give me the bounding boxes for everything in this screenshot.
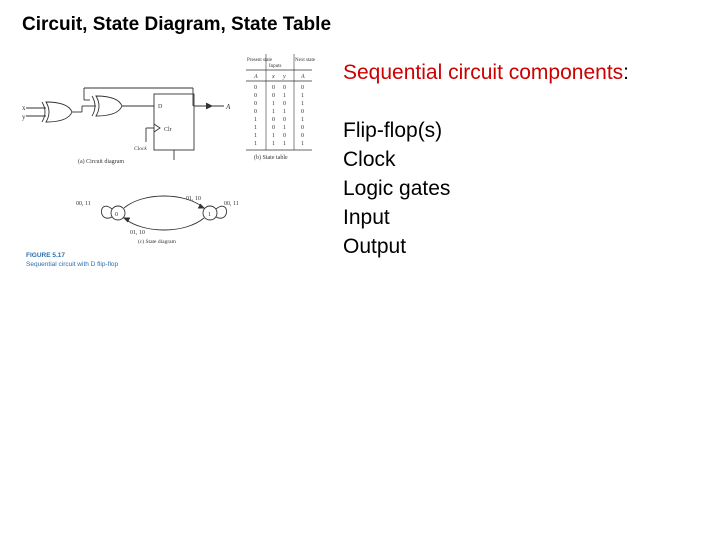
components-heading-colon: : [623,61,630,84]
table-header-inputs: Inputs [269,64,282,69]
figure-number: FIGURE 5.17 [26,252,65,259]
table-cell: 1 [283,93,286,99]
table-cell: 0 [272,85,275,91]
components-heading: Sequential circuit components: [343,58,629,87]
table-cell: 1 [283,125,286,131]
input-x-label: x [22,104,26,112]
table-cell: 0 [254,85,257,91]
table-cell: 0 [254,109,257,115]
table-col-a: A [253,74,258,80]
state-0-label: 0 [115,212,118,218]
table-cell: 0 [272,125,275,131]
component-output: Output [343,235,407,258]
table-cell: 1 [283,109,286,115]
figure-drawing: x y D Clr A Clock (a) Circuit diagram Pr… [22,54,316,268]
table-cell: 1 [254,117,257,123]
table-cell: 0 [301,125,304,131]
figure-caption: Sequential circuit with D flip-flop [26,261,119,268]
state-diagram [101,195,227,231]
table-cell: 0 [272,117,275,123]
table-cell: 1 [254,125,257,131]
input-y-label: y [22,113,26,121]
component-logic-gates: Logic gates [343,177,451,200]
flipflop-d-label: D [158,104,163,110]
table-cell: 0 [272,93,275,99]
table-cell: 0 [254,101,257,107]
table-rows: 0 0 0 0 0 0 1 1 0 1 0 1 0 1 1 0 1 0 0 1 1 0 1 0 1 1 0 0 1 1 1 1 [254,85,304,147]
table-cell: 1 [254,133,257,139]
table-cell: 1 [301,141,304,147]
self-loop-0-label: 00, 11 [76,201,91,207]
table-cell: 0 [283,101,286,107]
clock-label: Clock [134,146,147,152]
components-heading-text: Sequential circuit components [343,61,624,84]
transition-1-0-label: 01, 10 [130,230,145,236]
diagram-caption: (c) State diagram [138,238,177,245]
table-header-present: Present state [247,58,273,63]
table-cell: 0 [283,117,286,123]
table-col-y: y [282,74,286,80]
components-list: Sequential circuit components: Flip-flop… [343,58,629,261]
table-cell: 1 [283,141,286,147]
component-flip-flops: Flip-flop(s) [343,119,443,142]
table-cell: 0 [301,133,304,139]
table-cell: 1 [272,101,275,107]
component-clock: Clock [343,148,396,171]
textbook-figure: x y D Clr A Clock (a) Circuit diagram Pr… [18,50,320,272]
table-cell: 0 [301,85,304,91]
table-cell: 0 [283,133,286,139]
table-col-next-a: A [300,74,305,80]
state-0-node [110,205,126,221]
transition-0-1-label: 01, 10 [186,196,201,202]
state-1-label: 1 [208,212,211,218]
output-a-label: A [225,103,231,111]
table-cell: 1 [272,133,275,139]
table-cell: 1 [301,117,304,123]
component-input: Input [343,206,390,229]
circuit-caption: (a) Circuit diagram [78,158,124,165]
table-caption: (b) State table [254,154,288,161]
table-cell: 0 [301,109,304,115]
table-cell: 0 [283,85,286,91]
table-cell: 0 [254,93,257,99]
table-col-x: x [271,74,275,80]
state-table: Present state Inputs Next state A x y A … [246,54,316,151]
self-loop-1-label: 00, 11 [224,201,239,207]
table-cell: 1 [301,101,304,107]
table-cell: 1 [301,93,304,99]
table-header-next: Next state [295,58,316,63]
slide-title: Circuit, State Diagram, State Table [22,14,332,35]
circuit-diagram [26,87,224,160]
state-1-node [202,205,218,221]
flipflop-clr-label: Clr [164,127,172,133]
list-spacer [343,87,629,116]
table-cell: 1 [272,141,275,147]
table-cell: 1 [272,109,275,115]
table-cell: 1 [254,141,257,147]
